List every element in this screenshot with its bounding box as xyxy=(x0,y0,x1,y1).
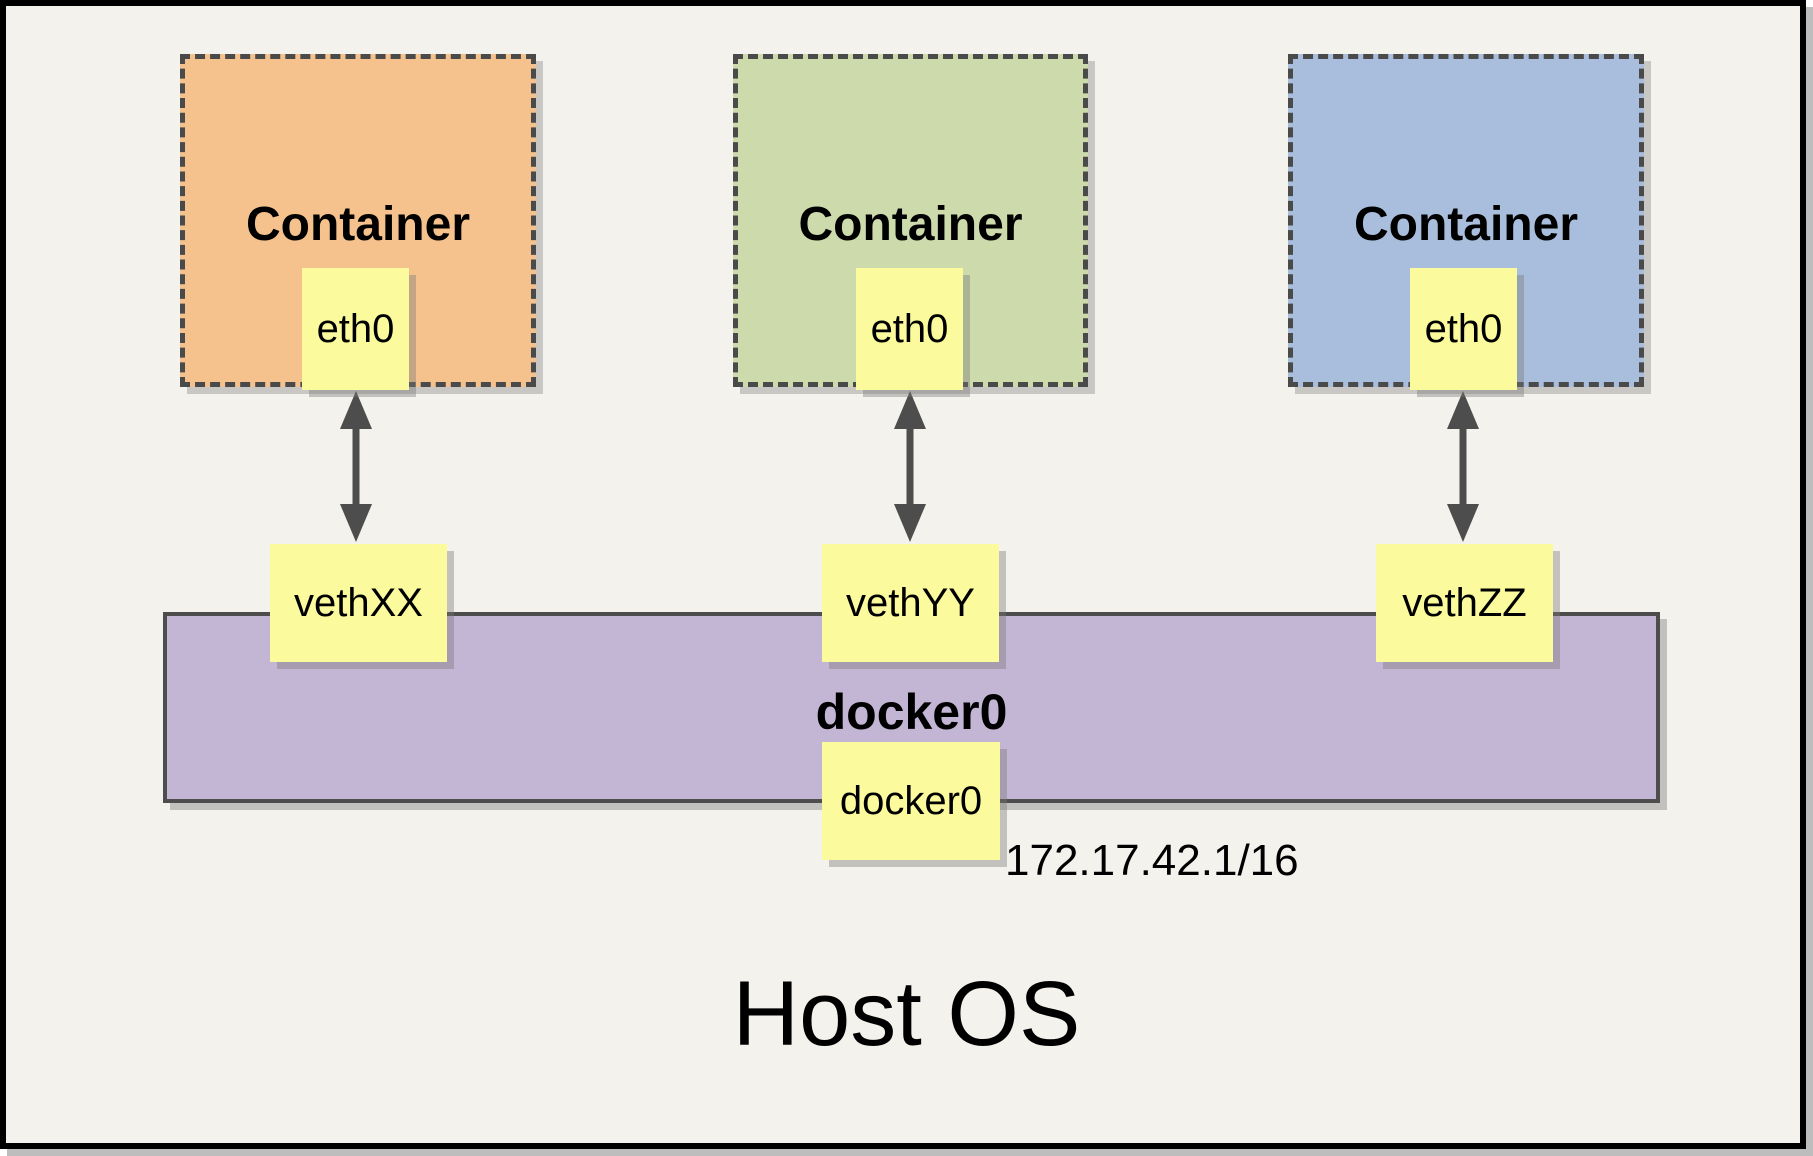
eth0-label-3: eth0 xyxy=(1424,306,1503,351)
eth0-box-container-1: eth0 xyxy=(302,268,409,390)
arrow-eth0-vethzz xyxy=(1447,391,1479,542)
vethxx-box: vethXX xyxy=(270,544,447,662)
vethyy-box: vethYY xyxy=(822,544,999,662)
docker0-interface-label: docker0 xyxy=(839,778,983,823)
docker0-interface-box: docker0 xyxy=(822,742,1000,860)
container-2-title: Container xyxy=(798,198,1023,251)
eth0-box-container-2: eth0 xyxy=(856,268,963,390)
container-1-title: Container xyxy=(245,198,470,251)
host-os-title: Host OS xyxy=(732,963,1081,1065)
docker0-bridge-title: docker0 xyxy=(815,684,1008,740)
eth0-label-1: eth0 xyxy=(316,306,395,351)
vethxx-label: vethXX xyxy=(294,580,423,625)
vethzz-box: vethZZ xyxy=(1376,544,1553,662)
eth0-box-container-3: eth0 xyxy=(1410,268,1517,390)
arrow-eth0-vethxx xyxy=(340,391,372,542)
container-3-title: Container xyxy=(1353,198,1578,251)
vethyy-label: vethYY xyxy=(846,580,975,625)
eth0-label-2: eth0 xyxy=(870,306,949,351)
vethzz-label: vethZZ xyxy=(1402,580,1527,625)
arrow-eth0-vethyy xyxy=(894,391,926,542)
docker0-ip-address: 172.17.42.1/16 xyxy=(1005,836,1299,885)
